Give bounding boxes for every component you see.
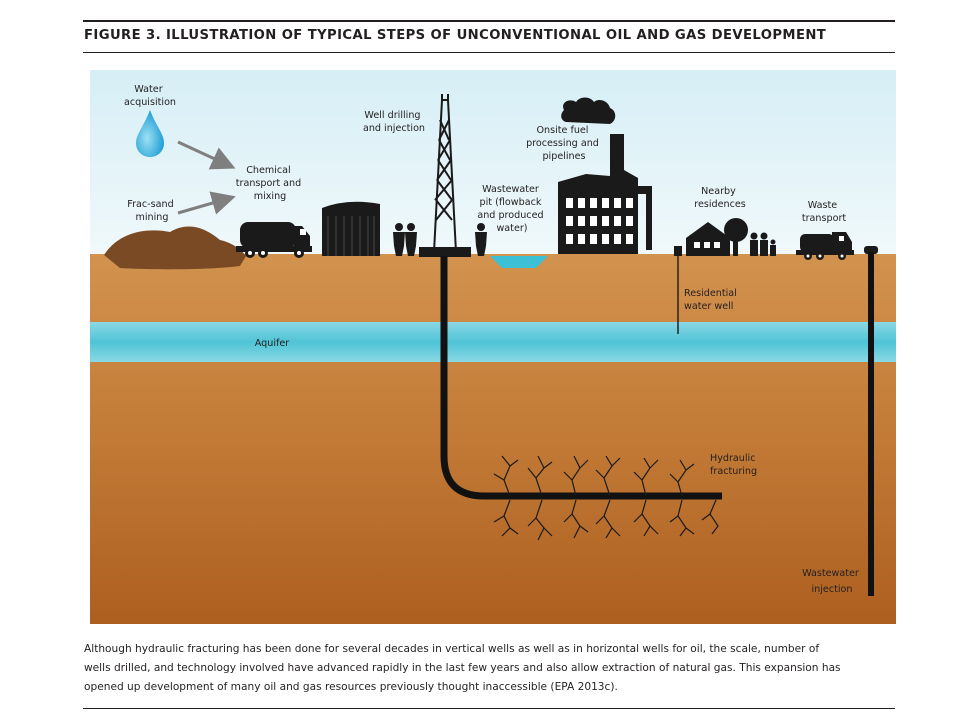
workers-icon bbox=[393, 223, 487, 256]
bottom-rule bbox=[83, 708, 895, 709]
processing-plant-icon bbox=[558, 134, 652, 254]
caption-line: opened up development of many oil and ga… bbox=[84, 681, 618, 693]
caption-line: wells drilled, and technology involved h… bbox=[84, 662, 841, 674]
storage-tank-icon bbox=[322, 201, 380, 256]
label-frac-sand: Frac-sand mining bbox=[127, 199, 177, 223]
sky bbox=[90, 70, 896, 260]
wastewater-pit bbox=[490, 256, 548, 268]
label-nearby-residences: Nearby residences bbox=[694, 186, 746, 210]
arrow-from-sand bbox=[177, 191, 236, 215]
injection-well-head bbox=[864, 246, 878, 254]
fracking-illustration: Water acquisition Frac-sand mining Chemi… bbox=[90, 70, 896, 624]
frac-sand-mound bbox=[104, 226, 246, 270]
aquifer-band bbox=[90, 322, 896, 362]
water-drop-icon bbox=[136, 110, 164, 157]
house-icon bbox=[686, 222, 730, 256]
caption-line: Although hydraulic fracturing has been d… bbox=[84, 643, 820, 655]
waste-truck-icon bbox=[796, 232, 854, 260]
label-hydraulic-fracturing: Hydraulic fracturing bbox=[710, 453, 759, 477]
ground bbox=[90, 254, 896, 624]
label-water-acquisition: Water acquisition bbox=[124, 84, 176, 108]
fracture-network bbox=[493, 455, 719, 541]
label-aquifer: Aquifer bbox=[255, 338, 290, 349]
label-waste-transport: Waste transport bbox=[802, 200, 847, 224]
arrow-from-water bbox=[177, 140, 236, 170]
title-underline bbox=[83, 52, 895, 53]
label-onsite-fuel: Onsite fuel processing and pipelines bbox=[526, 125, 602, 162]
smoke-plume-icon bbox=[561, 97, 616, 124]
label-wastewater-pit: Wastewater pit (flowback and produced wa… bbox=[477, 184, 546, 234]
chemical-truck-icon bbox=[236, 222, 312, 258]
label-chemical: Chemical transport and mixing bbox=[236, 165, 305, 202]
drilling-rig-icon bbox=[419, 94, 471, 257]
figure-caption: Although hydraulic fracturing has been d… bbox=[84, 640, 896, 697]
family-icon bbox=[750, 232, 776, 256]
label-residential-well: Residential water well bbox=[684, 288, 740, 312]
label-well-drilling: Well drilling and injection bbox=[363, 110, 425, 134]
residential-well-head bbox=[674, 246, 682, 256]
figure-title: FIGURE 3. ILLUSTRATION OF TYPICAL STEPS … bbox=[84, 28, 827, 43]
top-rule bbox=[83, 20, 895, 22]
wellbore bbox=[440, 256, 722, 500]
tree-icon bbox=[724, 218, 748, 256]
label-wastewater-injection: Wastewater injection bbox=[802, 568, 862, 595]
